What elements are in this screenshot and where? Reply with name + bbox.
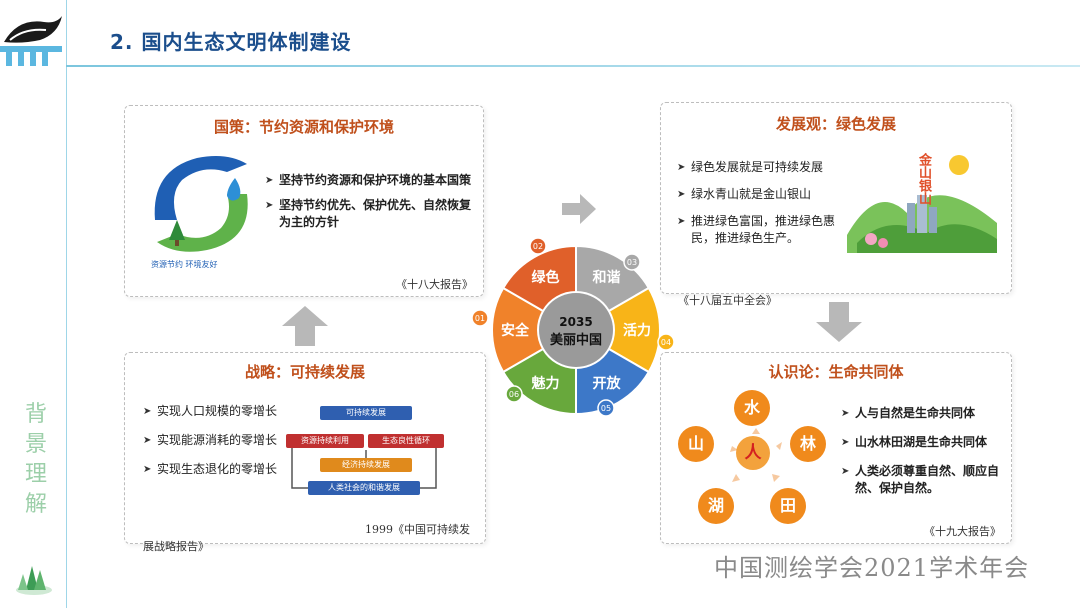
wheel-number-label: 06 [509,390,519,399]
sidebar-char: 理 [24,462,47,487]
wheel-center-label: 2035 [559,315,592,329]
wheel-segment [501,347,577,416]
wheel-segment-label: 安全 [501,322,530,339]
cognition-bullet: 人与自然是生命共同体 [841,405,1001,422]
conference-watermark: 中国测绘学会2021学术年会 [714,554,1030,582]
sidebar-vertical-text: 背 景 理 解 [22,400,50,520]
green-panel-title: 发展观：绿色发展 [775,115,896,133]
arrow-up-icon [282,306,328,346]
wheel-number-badge [623,253,641,271]
policy-panel: 国策：节约资源和保护环境 资源节约 环境友好 坚持节约资源和保护环境的基本国策 … [124,105,484,297]
wheel-number-badge [471,309,489,327]
wheel-center [539,293,613,367]
sidebar-char: 解 [24,492,47,517]
green-panel: 发展观：绿色发展 绿色发展就是可持续发展 绿水青山就是金山银山 推进绿色富国，推… [660,102,1012,294]
green-bullet: 绿色发展就是可持续发展 [677,159,837,176]
diagram-box-right: 生态良性循环 [368,434,444,448]
strategy-source-line1: 1999《中国可持续发 [365,523,470,536]
forest-icon [16,566,52,595]
strategy-bullet: 实现生态退化的零增长 [143,461,293,478]
green-bullets: 绿色发展就是可持续发展 绿水青山就是金山银山 推进绿色富国，推进绿色惠民，推进绿… [677,159,837,255]
policy-bullet: 坚持节约优先、保护优先、自然恢复为主的方针 [265,197,475,231]
beautiful-china-wheel: 安全 01 绿色 02 和谐 03 活力 04 开放 05 魅力 06 2035 美丽中国 [470,232,682,428]
arrow-down-icon [816,302,862,342]
diagram-box-bottom: 人类社会的和谐发展 [308,481,420,495]
wheel-number-badge [529,237,547,255]
arrow-right-icon [562,194,596,224]
wheel-number-label: 05 [601,404,611,413]
page-title: 2. 国内生态文明体制建设 [110,30,352,54]
strategy-panel-title: 战略：可持续发展 [244,363,365,381]
wheel-segment-label: 开放 [593,375,622,392]
resource-saving-logo-icon [154,156,248,252]
wheel-number-badge [505,385,523,403]
sustainability-diagram: 可持续发展 资源持续利用 生态良性循环 经济持续发展 人类社会的和谐发展 [286,400,446,496]
policy-bullets: 坚持节约资源和保护环境的基本国策 坚持节约优先、保护优先、自然恢复为主的方针 [265,172,475,239]
wheel-number-label: 01 [475,314,485,323]
node-field: 田 [770,488,806,524]
policy-logo-caption: 资源节约 环境友好 [151,260,218,269]
cognition-source: 《十九大报告》 [924,525,1001,538]
node-human: 人 [736,436,770,470]
cognition-bullet: 人类必须尊重自然、顺应自然、保护自然。 [841,463,1001,497]
strategy-source-line2: 展战略报告》 [143,540,209,553]
wheel-segment-label: 活力 [623,322,651,339]
wheel-segment-label: 绿色 [532,269,560,286]
policy-source: 《十八大报告》 [396,278,473,291]
wheel-number-label: 03 [627,258,637,267]
diagram-box-left: 资源持续利用 [286,434,364,448]
cognition-panel-title: 认识论：生命共同体 [768,363,904,381]
green-source: 《十八届五中全会》 [678,294,777,307]
strategy-bullet: 实现能源消耗的零增长 [143,432,293,449]
diagram-box-top: 可持续发展 [320,406,412,420]
node-lake: 湖 [698,488,734,524]
wheel-number-label: 02 [533,242,543,251]
wheel-segment-label: 魅力 [532,375,560,392]
sidebar-char: 景 [24,432,47,457]
left-rail-line [66,0,67,608]
strategy-panel: 战略：可持续发展 实现人口规模的零增长 实现能源消耗的零增长 实现生态退化的零增… [124,352,486,553]
wheel-number-badge [597,399,615,417]
wheel-segment-label: 和谐 [593,269,621,286]
wheel-center-label: 美丽中国 [550,332,602,348]
node-forest: 林 [790,426,826,462]
sidebar-char: 背 [24,402,47,427]
policy-bullet: 坚持节约资源和保护环境的基本国策 [265,172,475,189]
life-community-diagram: 水 林 田 湖 山 人 [676,390,836,524]
green-bullet: 绿水青山就是金山银山 [677,186,837,203]
green-bullet: 推进绿色富国，推进绿色惠民，推进绿色生产。 [677,213,837,247]
diagram-box-middle: 经济持续发展 [320,458,412,472]
cognition-bullet: 山水林田湖是生命共同体 [841,434,1001,451]
strategy-bullet: 实现人口规模的零增长 [143,403,293,420]
green-image-text: 金山银山 [916,153,931,205]
wheel-graphic: 安全 01 绿色 02 和谐 03 活力 04 开放 05 魅力 06 2035 美丽中国 [471,237,675,417]
node-mountain: 山 [678,426,714,462]
policy-panel-title: 国策：节约资源和保护环境 [213,118,394,136]
wheel-number-label: 04 [661,338,671,347]
green-mountain-illustration-icon [847,155,997,253]
cognition-bullets: 人与自然是生命共同体 山水林田湖是生命共同体 人类必须尊重自然、顺应自然、保护自… [841,405,1001,505]
brand-logo-icon [0,16,62,66]
wheel-number-badge [657,333,675,351]
node-water: 水 [734,390,770,426]
header-underline [66,65,1080,67]
strategy-bullets: 实现人口规模的零增长 实现能源消耗的零增长 实现生态退化的零增长 [143,403,293,486]
